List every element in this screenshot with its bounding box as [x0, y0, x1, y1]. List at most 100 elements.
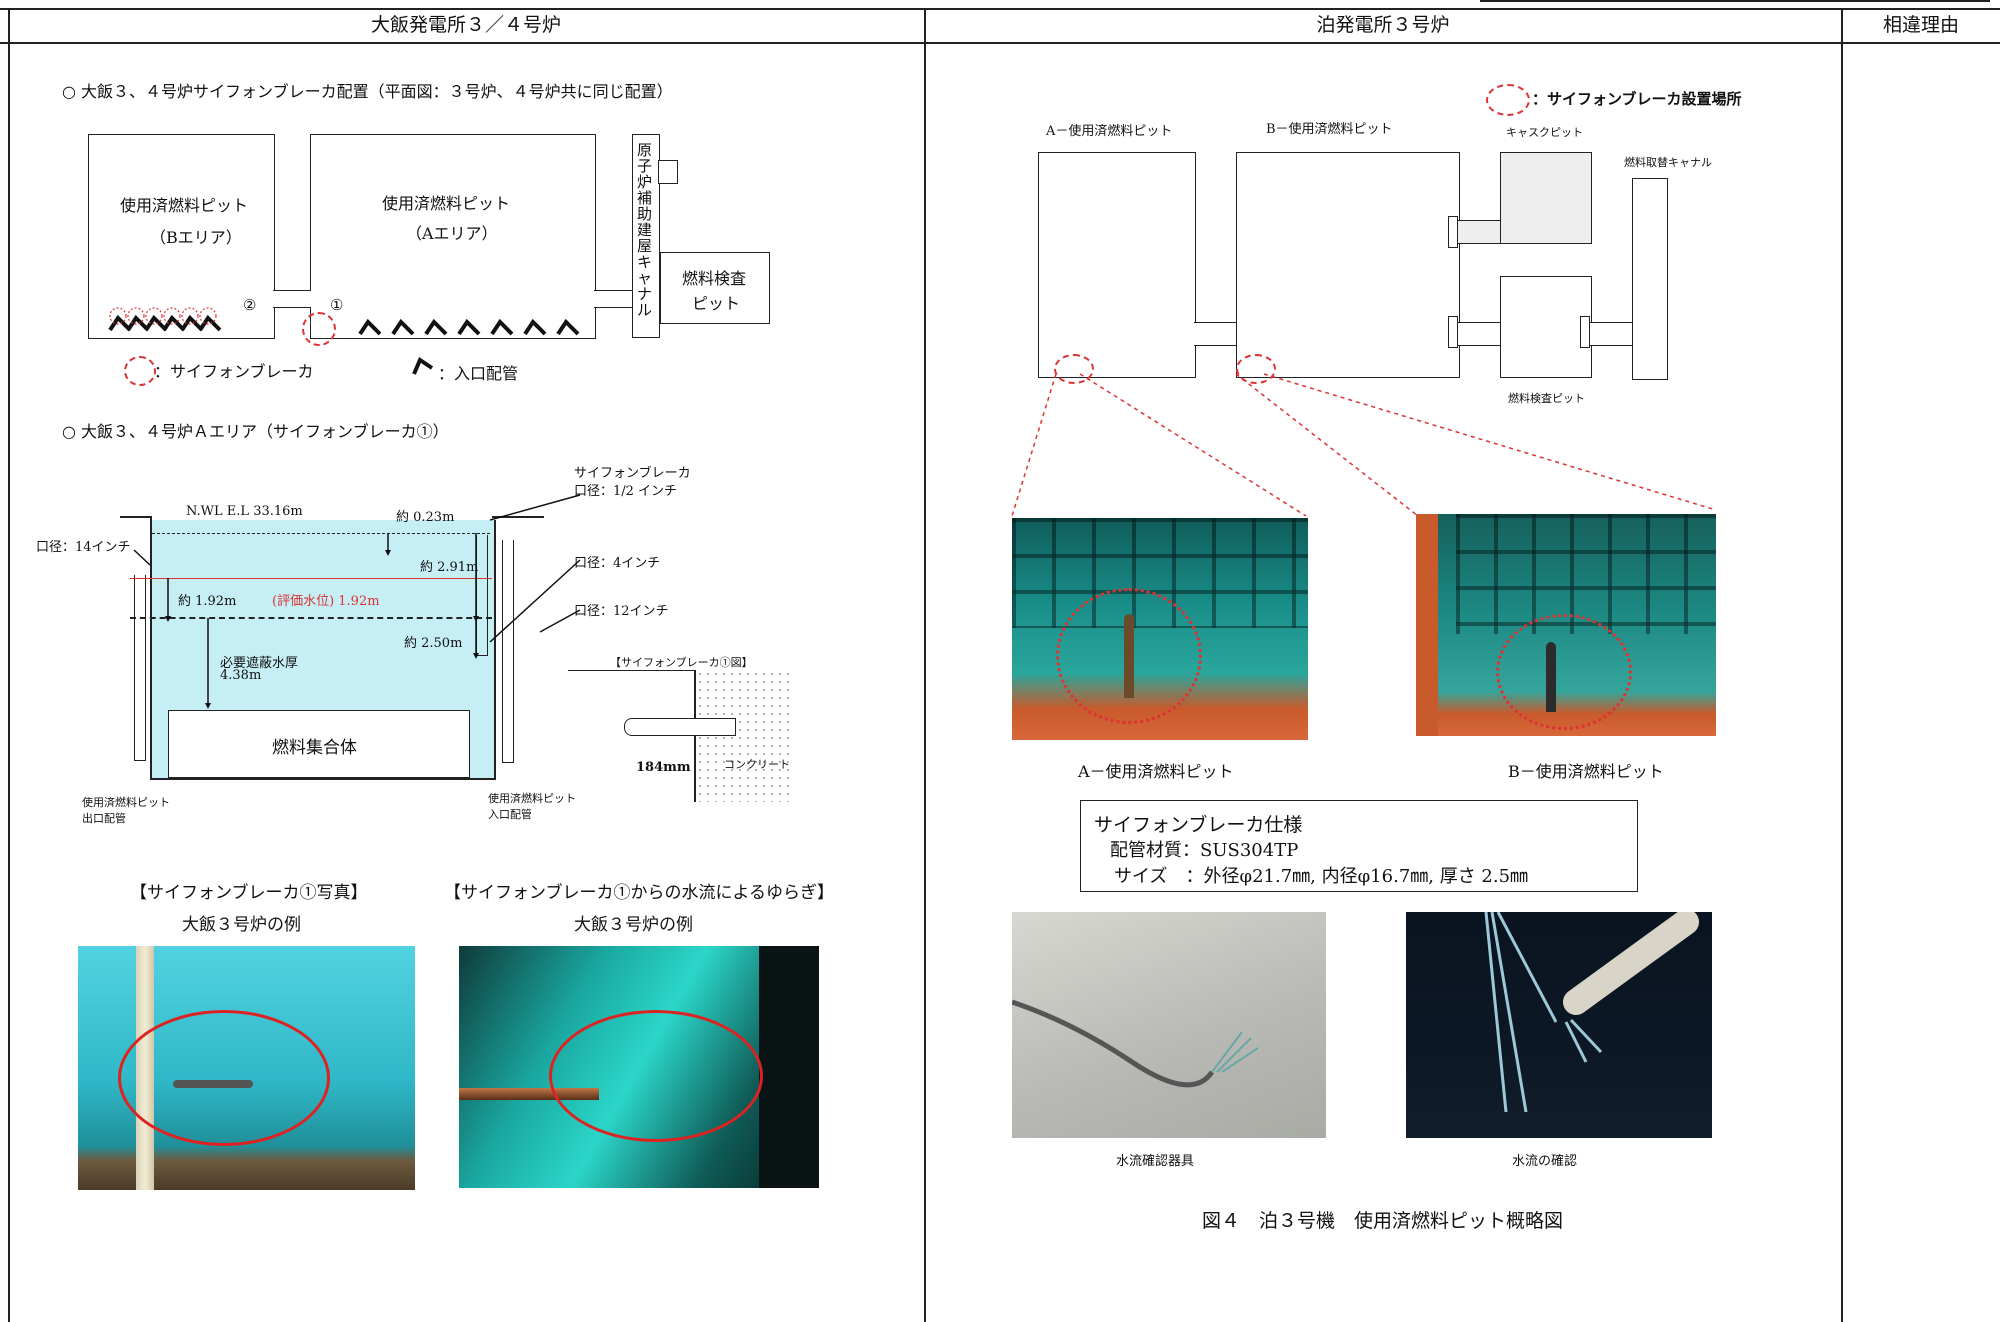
cask-pit-title: キャスクピット [1506, 126, 1583, 139]
eval-level-line [130, 578, 492, 579]
sb-spec-2: 口径：1/2 インチ [574, 484, 678, 499]
spec-box [1080, 800, 1638, 892]
transfer-canal [1632, 178, 1668, 380]
photo2-title: 【サイフォンブレーカ①からの水流によるゆらぎ】 [444, 883, 834, 903]
legend-install-icon [1486, 84, 1530, 116]
header-bottom-border [0, 42, 2000, 44]
figure-caption: 図４ 泊３号機 使用済燃料ピット概略図 [1202, 1210, 1564, 1232]
section2-title: ○ 大飯３、４号炉Ａエリア（サイフォンブレーカ①） [62, 422, 449, 441]
gate-1 [1448, 216, 1458, 248]
dim-291: 約 2.91m [420, 560, 479, 575]
legend-pipe-text: ：入口配管 [438, 364, 519, 383]
connector-ba [273, 290, 311, 308]
top-right-rule [1480, 0, 1990, 2]
photo-water-ripple [459, 946, 819, 1188]
dim-14in: 口径：14インチ [36, 540, 131, 555]
detail-concrete-label: コンクリート [724, 758, 790, 771]
inlet-pipes-plan [108, 307, 580, 336]
inspection-pit-label-2: ピット [692, 294, 741, 313]
connector-ab [1194, 322, 1236, 346]
marker-num-1: ① [330, 296, 344, 314]
inspection-pit-title: 燃料検査ピット [1508, 392, 1585, 405]
spec-title: サイフォンブレーカ仕様 [1094, 814, 1303, 836]
pool-top-rim [120, 516, 150, 518]
photo1-highlight [118, 1010, 330, 1146]
shield-label-1: 必要遮蔽水厚 [220, 656, 299, 671]
legend-siphon-text: ：サイフォンブレーカ [154, 362, 314, 381]
spec-material: 配管材質：SUS304TP [1110, 840, 1299, 861]
canal-label: 原子炉補助建屋キャナル [637, 141, 653, 319]
gate-2 [1448, 316, 1458, 348]
pool-top-rim-right [492, 516, 544, 518]
shield-label-2: 4.38m [220, 668, 262, 683]
photo-flow-check [1406, 912, 1712, 1138]
connector-a-canal [594, 290, 632, 308]
header-right: 相違理由 [1882, 14, 1959, 36]
marker-num-2: ② [243, 296, 257, 314]
photo-flow-check-caption: 水流の確認 [1512, 1154, 1578, 1169]
pit-a [1038, 152, 1196, 378]
sb-spec-1: サイフォンブレーカ [574, 466, 691, 481]
detail-water-line [568, 670, 694, 671]
inspection-pit-box [1500, 276, 1592, 378]
siphon-breaker-1-marker [302, 312, 336, 346]
pit-b-title: B－使用済燃料ピット [1266, 122, 1393, 137]
photo-flow-tool-caption: 水流確認器具 [1116, 1154, 1195, 1169]
legend-siphon-icon [124, 356, 156, 386]
dim-023: 約 0.23m [396, 510, 455, 525]
eval-level-label: (評価水位) 1.92m [272, 594, 380, 609]
pit-b-label-2: （Bエリア） [150, 228, 242, 247]
photo-pit-b [1416, 514, 1716, 736]
leader-lines [1011, 373, 1717, 517]
canal-title: 燃料取替キャナル [1624, 156, 1712, 169]
pool-wall-left [150, 516, 152, 526]
connector-b-insp [1458, 322, 1500, 346]
outlet-label-1: 使用済燃料ピット [82, 796, 170, 809]
detail-title: 【サイフォンブレーカ①図】 [610, 656, 753, 669]
dim-192: 約 1.92m [178, 594, 237, 609]
legend-pipe-icon [412, 357, 434, 375]
detail-concrete [694, 670, 794, 802]
header-left: 大飯発電所３／４号炉 [370, 14, 561, 36]
photo2-highlight [549, 1010, 763, 1142]
outlet-label-2: 出口配管 [82, 812, 126, 825]
pit-b [1236, 152, 1460, 378]
canal-tab [658, 160, 678, 184]
pit-a-title: A－使用済燃料ピット [1046, 124, 1173, 139]
connector-b-cask [1458, 220, 1500, 244]
pit-b-label-1: 使用済燃料ピット [120, 196, 249, 215]
table-left-border [8, 8, 10, 1322]
legend-install-text: ：サイフォンブレーカ設置場所 [1532, 90, 1742, 108]
photo2-subtitle: 大飯３号炉の例 [574, 915, 693, 935]
photo-siphon-breaker-1 [78, 946, 415, 1190]
photo-a-highlight [1056, 588, 1202, 724]
shield-dashed-line [130, 617, 492, 619]
inspection-pit [660, 252, 770, 324]
spec-size: サイズ ：外径φ21.7㎜, 内径φ16.7㎜, 厚さ 2.5㎜ [1114, 866, 1529, 887]
photo-flow-tool [1012, 912, 1326, 1138]
canal-box [632, 134, 660, 338]
cask-pit [1500, 152, 1592, 244]
inspection-pit-label-1: 燃料検査 [682, 269, 747, 288]
photo-b-caption: B－使用済燃料ピット [1508, 762, 1664, 781]
pit-a-label-2: （Aエリア） [406, 224, 498, 243]
inlet-pipe-right [502, 540, 514, 763]
inlet-label-2: 入口配管 [488, 808, 532, 821]
nwl-label: N.WL E.L 33.16m [186, 504, 303, 519]
detail-pipe [624, 718, 736, 736]
photo-a-caption: A－使用済燃料ピット [1078, 762, 1234, 781]
dim-250: 約 2.50m [404, 636, 463, 651]
column-divider-2 [1841, 8, 1843, 1322]
gate-3 [1580, 316, 1590, 348]
pit-a-area [310, 134, 596, 339]
pit-a-label-1: 使用済燃料ピット [382, 194, 511, 213]
install-marker-b [1236, 354, 1276, 384]
fuel-assembly-label: 燃料集合体 [272, 738, 357, 758]
dim-12in: 口径：12インチ [574, 604, 669, 619]
section-arrows [133, 494, 581, 709]
photo-b-highlight [1496, 614, 1632, 730]
nwl-dotted-line [152, 533, 490, 534]
photo1-subtitle: 大飯３号炉の例 [182, 915, 301, 935]
pit-b-area [88, 134, 275, 339]
connector-insp-canal [1590, 322, 1632, 346]
